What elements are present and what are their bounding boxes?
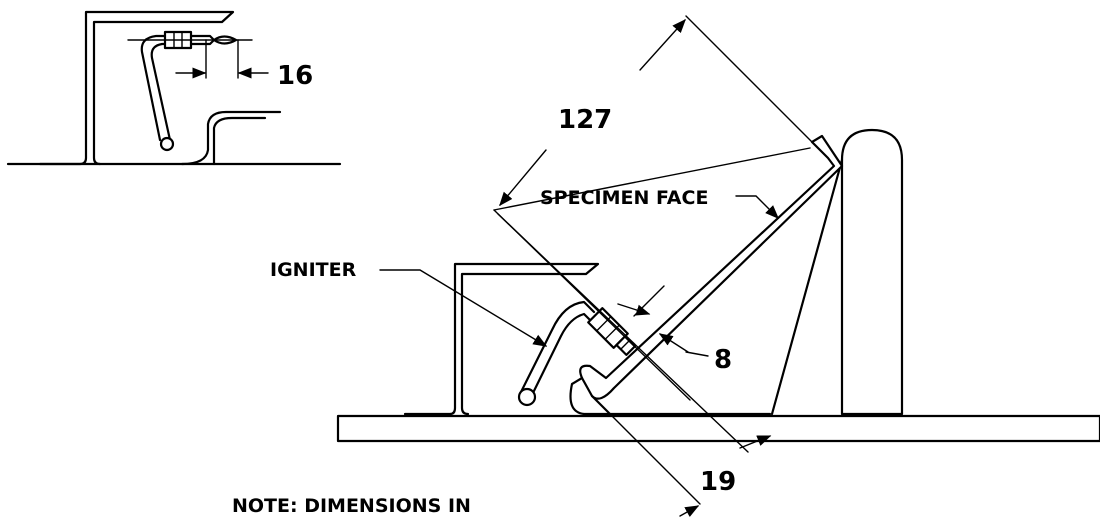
dim-127-arrow-lower [499,149,547,207]
specimen-holder-lip [569,376,772,416]
dim-127-ext-right [685,15,813,143]
igniter-tube [518,300,596,396]
note-text: NOTE: DIMENSIONS IN [232,495,471,517]
dim-127-arrow-upper [639,18,686,71]
specimen-face-leader [735,195,779,219]
dim-19-ext-left [609,413,701,505]
inset-igniter-tube-inner [150,42,172,142]
support-post [840,128,904,416]
dim-8-arrow-lower [658,333,689,353]
dim-19-label: 19 [700,467,736,497]
inset-detail: 16 [6,10,342,166]
igniter-centerline [497,213,749,453]
inset-dimension-label: 16 [277,61,313,91]
igniter-bracket [403,262,600,416]
specimen-face-label: SPECIMEN FACE [540,187,708,209]
dim-8-label: 8 [714,345,732,375]
dim-8-leader [685,351,709,357]
igniter-body [587,307,636,356]
specimen-plate [579,134,844,400]
inset-igniter-tip [159,136,175,152]
support-strut [770,158,844,416]
dim-127-ext-top [493,147,811,211]
dim-19-arrow-lower [679,505,700,518]
specimen-holder-edge [590,394,612,416]
inset-igniter-tube [140,34,167,142]
igniter-tip [517,387,537,407]
igniter-label: IGNITER [270,259,357,281]
igniter-tube-inner [529,312,592,399]
inset-specimen-edge [180,110,282,166]
dim-8-ext [633,285,665,317]
igniter-leader [379,269,548,347]
base-plate [336,414,1100,443]
dim-127-label: 127 [558,105,612,135]
main-assembly: 127 8 19 SPECIMEN FACE IGNITER [270,15,1100,518]
inset-bracket [38,10,235,166]
dim-8-arrow-upper [617,303,651,316]
inset-specimen-edge-inner [212,116,267,166]
dim-19-arrow-upper [739,435,772,449]
